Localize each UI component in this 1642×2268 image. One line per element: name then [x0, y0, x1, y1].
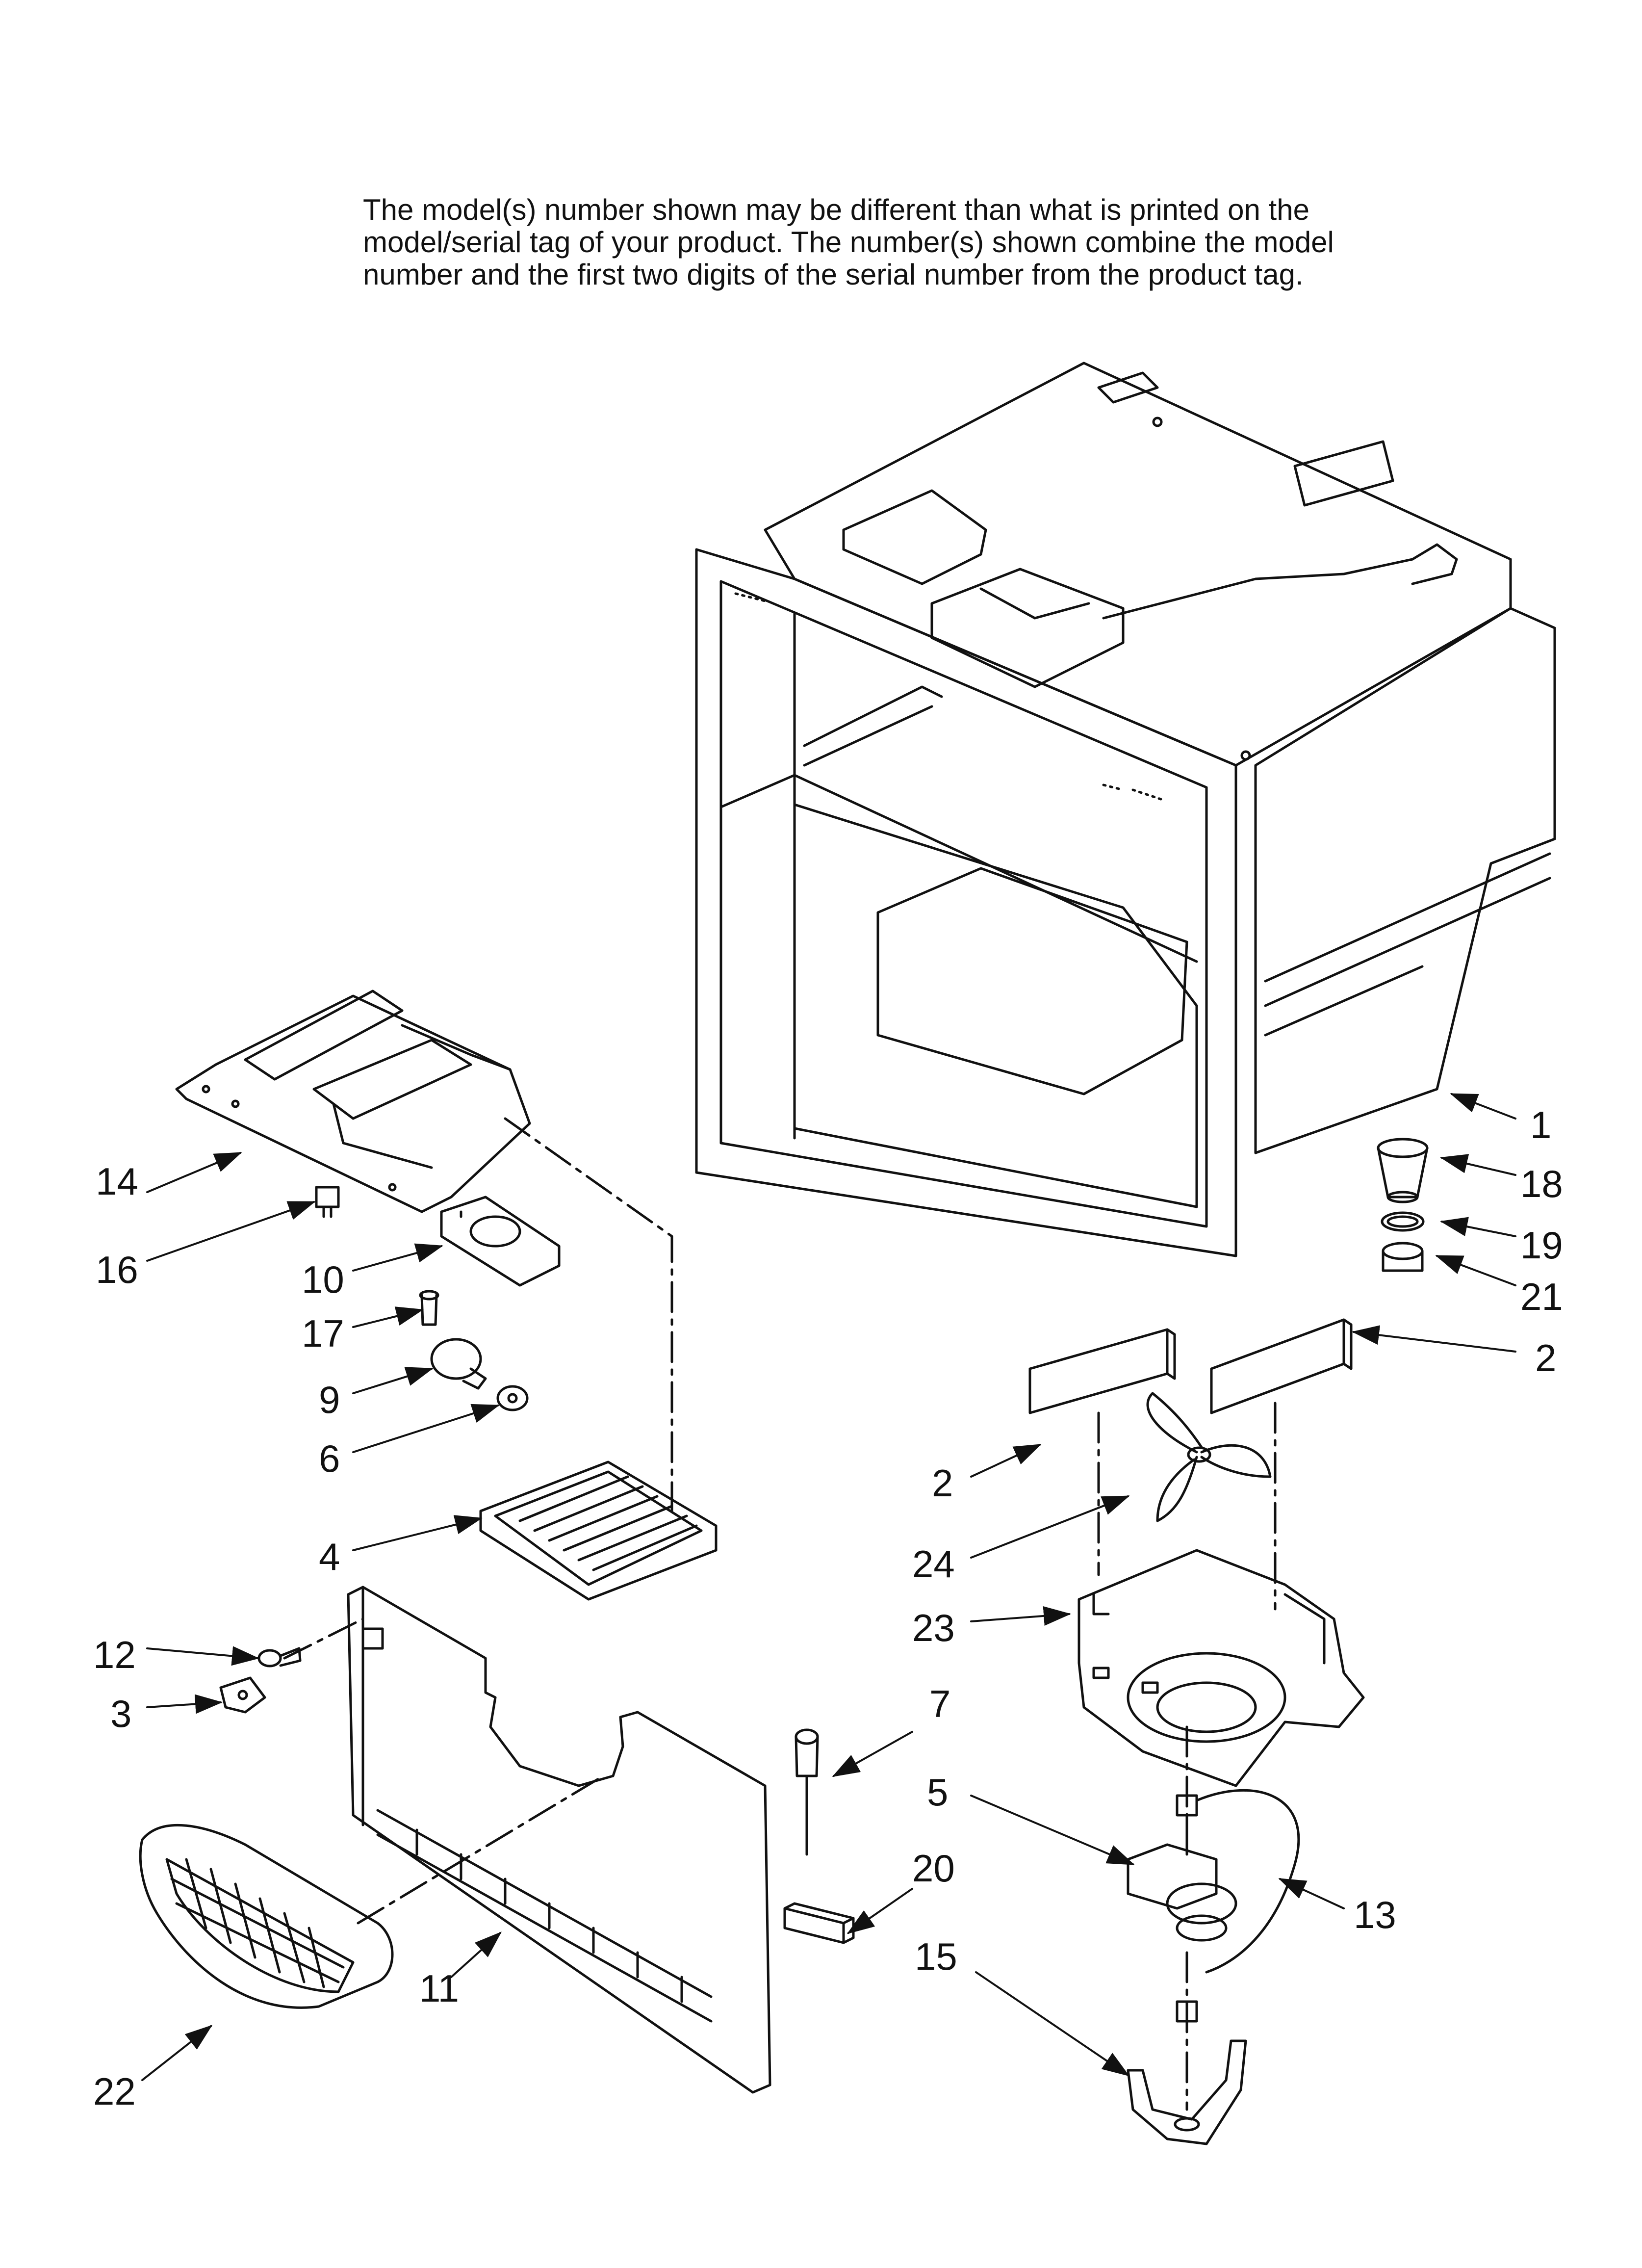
callout-1: 1	[1530, 1103, 1551, 1147]
callout-arrows	[142, 1094, 1515, 2080]
light-switch	[316, 1187, 338, 1217]
callout-11: 11	[419, 1967, 459, 2010]
callout-20: 20	[912, 1847, 955, 1890]
callout-14: 14	[96, 1160, 138, 1203]
callout-23: 23	[912, 1606, 955, 1649]
callout-19: 19	[1520, 1224, 1563, 1267]
callout-9: 9	[319, 1378, 340, 1421]
fan-blade	[1148, 1393, 1270, 1521]
notice-text: The model(s) number shown may be differe…	[363, 194, 1442, 291]
drain-trap	[1378, 1139, 1427, 1202]
light-bulb	[432, 1339, 486, 1388]
light-housing	[177, 991, 530, 1212]
callout-3: 3	[110, 1692, 131, 1735]
callout-15: 15	[915, 1935, 957, 1978]
callout-17: 17	[302, 1312, 344, 1355]
motor-wire-harness	[1197, 1790, 1299, 1972]
freezer-liner	[696, 363, 1555, 1256]
fan-motor	[1128, 1796, 1236, 1940]
callout-24: 24	[912, 1542, 955, 1586]
callout-labels: 1 18 19 21 2 2 24 23 7 5 20 13 15 14 16 …	[93, 1103, 1563, 2113]
retaining-clip	[221, 1678, 265, 1712]
insulation-pad-right	[1211, 1320, 1351, 1413]
drain-cap	[1383, 1243, 1422, 1271]
callout-4: 4	[319, 1535, 340, 1578]
rear-panel	[348, 1587, 770, 2092]
callout-16: 16	[96, 1248, 138, 1291]
callout-7: 7	[929, 1682, 950, 1725]
callout-6: 6	[319, 1437, 340, 1480]
callout-2-right: 2	[1535, 1336, 1556, 1380]
defrost-sensor	[796, 1730, 818, 1854]
insulation-pad-left	[1030, 1330, 1175, 1413]
screw-12	[259, 1648, 300, 1666]
o-ring	[1382, 1213, 1423, 1230]
lamp-lens	[441, 1197, 559, 1285]
notice-line-3: number and the first two digits of the s…	[363, 258, 1304, 291]
fan-shroud	[1079, 1550, 1363, 1786]
callout-12: 12	[93, 1633, 136, 1676]
motor-bracket	[1128, 2002, 1246, 2144]
callout-13: 13	[1354, 1893, 1396, 1936]
callout-2-left: 2	[932, 1461, 953, 1505]
lamp-cover	[481, 1462, 716, 1599]
callout-18: 18	[1520, 1162, 1563, 1205]
front-grille	[140, 1825, 392, 2007]
foam-block	[785, 1903, 853, 1943]
callout-21: 21	[1520, 1275, 1563, 1318]
assembly-lines	[284, 1119, 1275, 2110]
callout-10: 10	[302, 1258, 344, 1301]
notice-line-2: model/serial tag of your product. The nu…	[363, 226, 1334, 259]
callout-22: 22	[93, 2070, 136, 2113]
callout-5: 5	[927, 1771, 948, 1814]
lamp-socket	[498, 1386, 527, 1410]
notice-line-1: The model(s) number shown may be differe…	[363, 193, 1309, 226]
screw-17	[420, 1291, 438, 1325]
